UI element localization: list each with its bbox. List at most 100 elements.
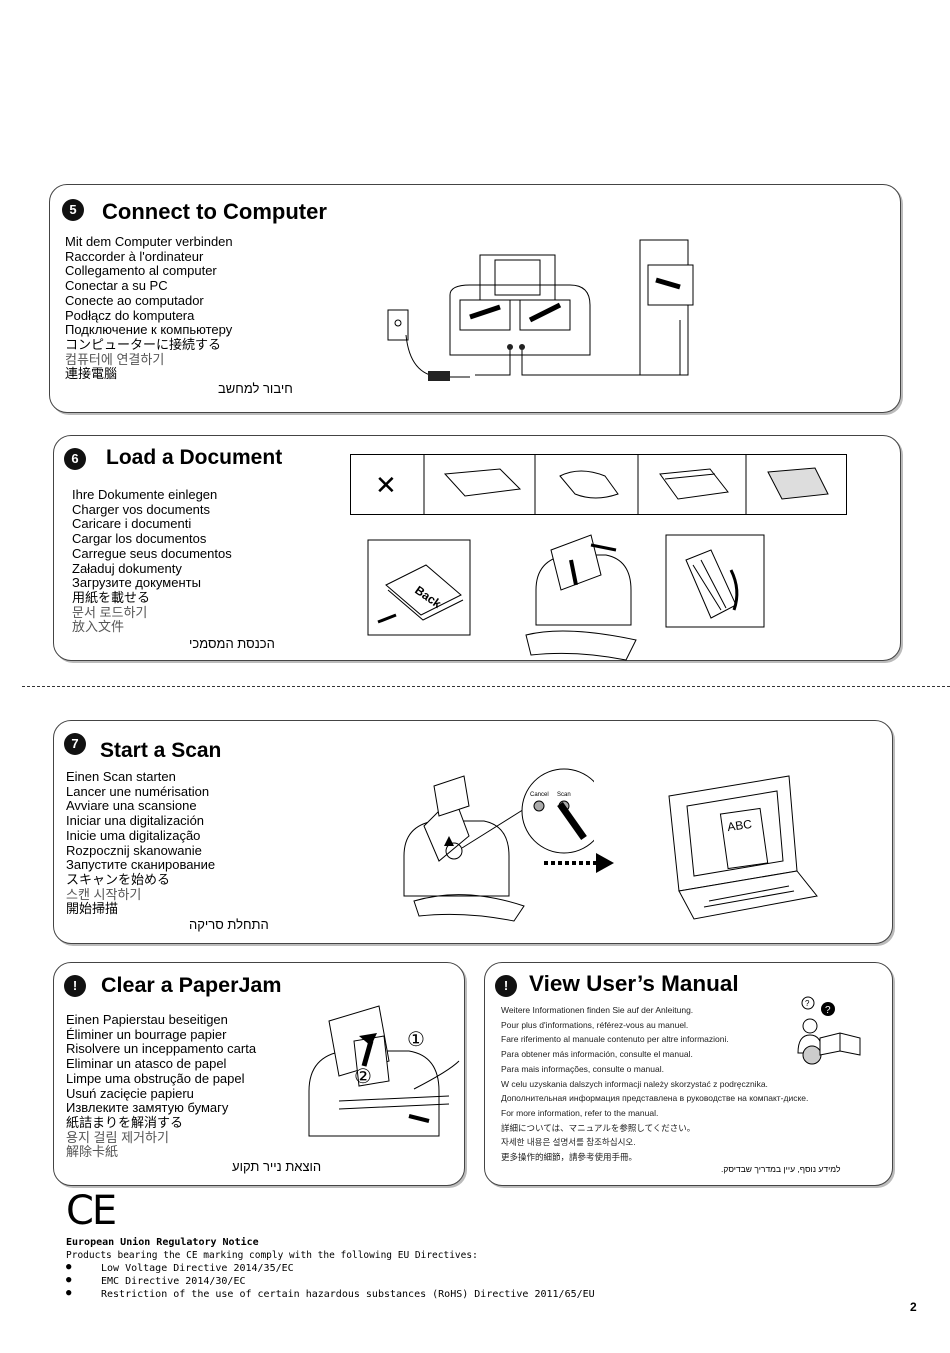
eu-directive-item: Low Voltage Directive 2014/35/EC	[66, 1262, 595, 1274]
translation-line: 문서 로드하기	[72, 604, 148, 620]
scan-illustration: Cancel Scan	[403, 768, 594, 922]
translation-line: 連接電腦	[65, 366, 118, 382]
jam-panel: ! Clear a PaperJam Einen Papierstau bese…	[53, 962, 465, 1186]
translation-line: 開始掃描	[66, 901, 119, 917]
translation-line: Fare riferimento al manuale contenuto pe…	[501, 1034, 729, 1045]
step-number-badge: 5	[62, 199, 84, 221]
translation-line: Raccorder à l'ordinateur	[65, 248, 204, 264]
connect-illustration	[387, 239, 694, 381]
translation-line: Iniciar una digitalización	[66, 813, 205, 829]
step-two-label: ②	[354, 1064, 372, 1088]
svg-text:✕: ✕	[375, 471, 397, 501]
translation-line: 詳細については、マニュアルを参照してください。	[501, 1122, 696, 1133]
step-number-badge: 6	[64, 448, 86, 470]
step-one-label: ①	[407, 1027, 425, 1051]
eu-directive-item: Restriction of the use of certain hazard…	[66, 1288, 595, 1300]
section-title: Load a Document	[106, 446, 283, 469]
svg-text:?: ?	[825, 1005, 831, 1016]
section-title: Start a Scan	[100, 739, 222, 762]
translation-line: W celu uzyskania dalszych informacji nal…	[501, 1078, 768, 1089]
hebrew-caption: למידע נוסף, עיין במדריך שבדיסק.	[721, 1164, 841, 1174]
translation-line: Дополнительная информация представлена в…	[501, 1093, 809, 1104]
translation-line: Éliminer un bourrage papier	[66, 1026, 227, 1042]
paper-types-strip: ✕	[350, 454, 847, 515]
section-title: Clear a PaperJam	[101, 973, 282, 997]
translation-line: Para mais informações, consulte o manual…	[501, 1063, 664, 1074]
translation-line: 用紙を載せる	[72, 589, 151, 605]
translation-line: Mit dem Computer verbinden	[65, 234, 233, 249]
translation-line: Запустите сканирование	[66, 857, 216, 873]
screen-abc: ABC	[726, 817, 753, 834]
translation-line: 컴퓨터에 연결하기	[65, 351, 165, 367]
laptop-illustration: ABC	[668, 775, 818, 920]
translation-line: Limpe uma obstrução de papel	[66, 1070, 245, 1086]
translation-line: Caricare i documenti	[72, 516, 192, 532]
section-divider	[22, 686, 950, 687]
translation-line: Conectar a su PC	[65, 278, 168, 294]
translation-line: For more information, refer to the manua…	[501, 1107, 659, 1118]
translation-line: 용지 걸림 제거하기	[66, 1129, 169, 1145]
translation-line: Подключение к компьютеру	[65, 322, 233, 338]
translation-line: Para obtener más información, consulte e…	[501, 1049, 693, 1060]
translation-line: Ihre Dokumente einlegen	[72, 487, 218, 502]
scan-button-label: Scan	[557, 792, 571, 798]
translation-list: Mit dem Computer verbinden Raccorder à l…	[65, 234, 233, 382]
translation-line: Załaduj dokumenty	[72, 560, 182, 576]
eu-notice-heading: European Union Regulatory Notice	[66, 1237, 259, 1248]
alert-badge: !	[64, 975, 86, 997]
translation-line: Inicie uma digitalização	[66, 827, 201, 843]
hebrew-caption: התחלת סריקה	[189, 917, 269, 932]
cancel-button-label: Cancel	[530, 792, 549, 798]
translation-line: Einen Papierstau beseitigen	[66, 1012, 228, 1027]
translation-line: Cargar los documentos	[72, 531, 207, 547]
section-title: Connect to Computer	[102, 199, 327, 224]
translation-list: Weitere Informationen finden Sie auf der…	[501, 1003, 808, 1165]
alert-badge: !	[495, 975, 517, 997]
eu-notice: European Union Regulatory Notice Product…	[66, 1237, 595, 1300]
svg-text:?: ?	[805, 999, 810, 1008]
translation-line: 解除卡紙	[66, 1144, 119, 1160]
page-number: 2	[910, 1300, 917, 1314]
eu-notice-intro: Products bearing the CE marking comply w…	[66, 1250, 478, 1261]
translation-list: Einen Papierstau beseitigen Éliminer un …	[66, 1012, 257, 1160]
translation-line: Eliminar un atasco de papel	[66, 1056, 227, 1072]
translation-line: 자세한 내용은 설명서를 참조하십시오.	[501, 1137, 636, 1148]
hebrew-caption: הוצאת נייר תקוע	[232, 1159, 322, 1174]
ce-mark: CE	[66, 1188, 117, 1234]
translation-list: Einen Scan starten Lancer une numérisati…	[66, 769, 216, 917]
translation-line: Einen Scan starten	[66, 769, 176, 784]
translation-line: 更多操作的細節，請參考使用手冊。	[501, 1152, 638, 1163]
translation-line: Извлеките замятую бумагу	[66, 1100, 229, 1116]
translation-line: Pour plus d'informations, référez-vous a…	[501, 1019, 689, 1030]
translation-line: Podłącz do komputera	[65, 307, 195, 323]
translation-line: 放入文件	[72, 619, 125, 635]
translation-line: スキャンを始める	[66, 871, 171, 887]
translation-list: Ihre Dokumente einlegen Charger vos docu…	[72, 487, 232, 635]
manual-illustration: ? ?	[797, 996, 861, 1065]
translation-line: Conecte ao computador	[65, 292, 204, 308]
hebrew-caption: חיבור למחשב	[218, 381, 293, 396]
hebrew-caption: הכנסת המסמכי	[189, 636, 275, 651]
translation-line: Collegamento al computer	[65, 263, 217, 279]
connect-panel: 5 Connect to Computer Mit dem Computer v…	[49, 184, 901, 413]
load-illustration: Back	[367, 534, 765, 661]
translation-line: Avviare una scansione	[66, 798, 197, 814]
translation-line: 스캔 시작하기	[66, 886, 142, 902]
translation-line: 紙詰まりを解消する	[66, 1114, 184, 1130]
dotted-arrow	[544, 853, 614, 873]
scan-panel: 7 Start a Scan Einen Scan starten Lancer…	[53, 720, 893, 944]
step-number-badge: 7	[64, 733, 86, 755]
translation-line: Risolvere un inceppamento carta	[66, 1041, 257, 1057]
translation-line: Загрузите документы	[72, 575, 201, 591]
translation-line: Usuń zacięcie papieru	[66, 1085, 194, 1101]
eu-directive-item: EMC Directive 2014/30/EC	[66, 1275, 595, 1287]
section-title: View User’s Manual	[529, 971, 739, 996]
translation-line: Weitere Informationen finden Sie auf der…	[501, 1005, 694, 1015]
translation-line: Charger vos documents	[72, 501, 211, 517]
translation-line: Rozpocznij skanowanie	[66, 842, 202, 858]
translation-line: Carregue seus documentos	[72, 545, 232, 561]
translation-line: コンピューターに接続する	[65, 336, 222, 352]
translation-line: Lancer une numérisation	[66, 783, 210, 799]
jam-illustration: ① ②	[308, 1005, 460, 1137]
manual-panel: ! View User’s Manual Weitere Information…	[484, 962, 893, 1186]
